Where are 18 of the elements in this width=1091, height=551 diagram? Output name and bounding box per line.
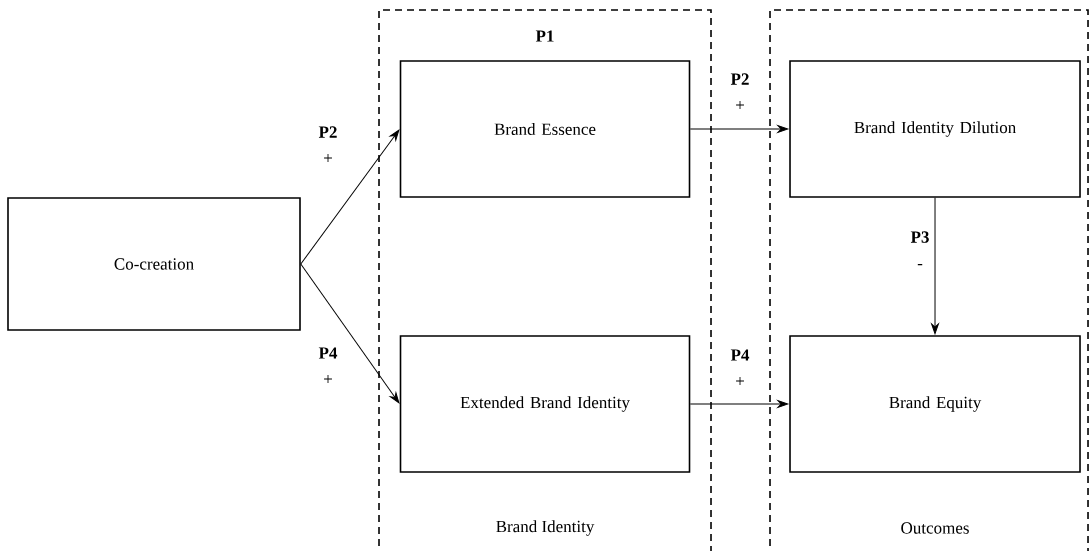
edge-label: P4 +	[727, 348, 753, 388]
group-heading: P1	[535, 30, 554, 42]
group-label: Brand Identity	[496, 520, 595, 536]
group-label: Outcomes	[901, 522, 969, 534]
edge-label: P2 +	[727, 72, 753, 112]
concept-box: Extended Brand Identity	[399, 335, 691, 473]
concept-box: Brand Identity Dilution	[789, 60, 1081, 198]
edge-label: P4 +	[315, 346, 341, 386]
concept-box: Brand Equity	[789, 335, 1081, 473]
edge-label: P2 +	[315, 125, 341, 165]
arrow	[300, 263, 400, 404]
concept-box: Brand Essence	[399, 60, 691, 198]
concept-box: Co-creation	[7, 197, 301, 331]
edge-label: P3 -	[907, 230, 933, 270]
arrow	[931, 197, 939, 335]
arrow	[689, 400, 789, 408]
arrow	[300, 129, 400, 265]
arrow	[689, 125, 789, 133]
